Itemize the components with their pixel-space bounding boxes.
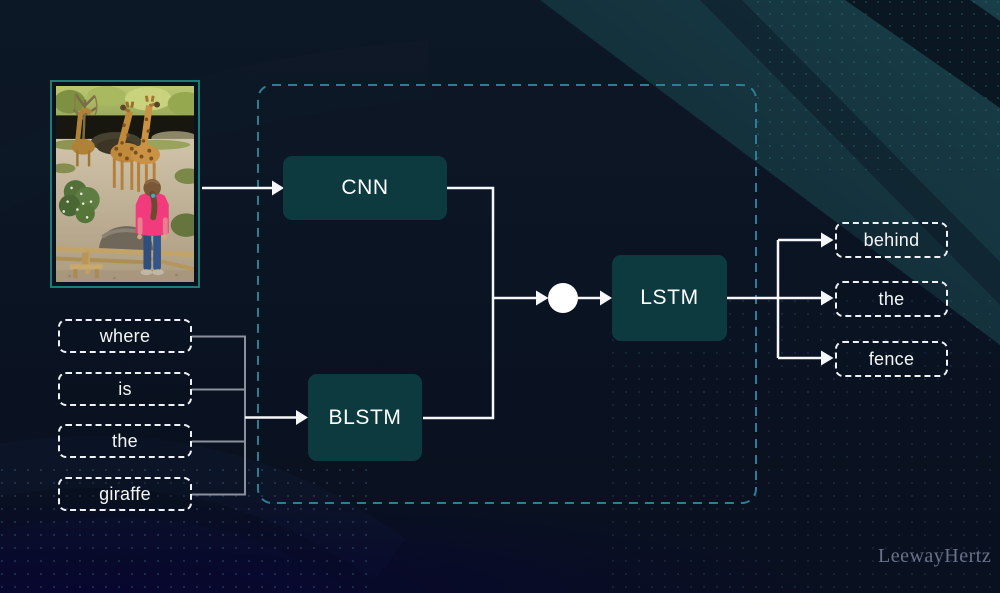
answer-word-label: fence xyxy=(868,348,915,369)
question-word-label: the xyxy=(112,430,138,451)
question-word-box-giraffe: giraffe xyxy=(58,477,192,511)
node-cnn-label: CNN xyxy=(341,176,389,199)
input-image-frame xyxy=(50,80,200,288)
question-word-label: giraffe xyxy=(99,483,151,504)
main-wires xyxy=(202,186,822,420)
answer-word-box-fence: fence xyxy=(835,341,948,377)
question-connector-lines xyxy=(192,335,246,496)
answer-word-box-behind: behind xyxy=(835,222,948,258)
answer-word-label: behind xyxy=(863,229,920,250)
node-blstm-label: BLSTM xyxy=(328,405,402,429)
dashed-model-region xyxy=(257,84,757,504)
question-word-box-is: is xyxy=(58,372,192,406)
dot-grid xyxy=(750,0,1000,170)
watermark-logo: LeewayHertz xyxy=(878,545,992,567)
arrowheads xyxy=(272,180,834,425)
question-word-box-the: the xyxy=(58,424,192,458)
node-lstm: LSTM xyxy=(612,255,727,341)
question-word-label: is xyxy=(118,378,132,399)
question-word-box-where: where xyxy=(58,319,192,353)
answer-word-box-the: the xyxy=(835,281,948,317)
node-blstm: BLSTM xyxy=(308,374,422,461)
node-lstm-label: LSTM xyxy=(640,286,699,309)
merge-circle xyxy=(548,283,578,313)
node-cnn: CNN xyxy=(283,156,447,220)
answer-word-label: the xyxy=(878,288,905,309)
dot-grid xyxy=(0,468,370,593)
question-word-label: where xyxy=(99,325,151,346)
girl-watching-giraffes-photo xyxy=(56,86,194,282)
